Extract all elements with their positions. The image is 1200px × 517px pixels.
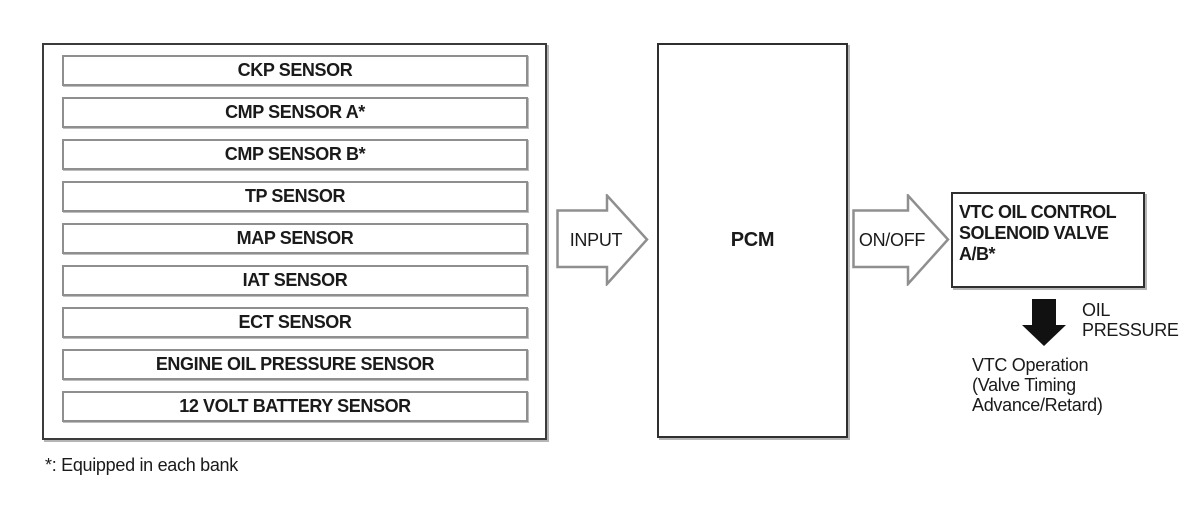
input-arrow-icon — [556, 194, 649, 286]
input-arrow-label: INPUT — [569, 229, 623, 250]
sensor-box-engine-oil-pressure: ENGINE OIL PRESSURE SENSOR — [62, 349, 528, 380]
pcm-box: PCM — [657, 43, 848, 438]
oil-pressure-line: OIL — [1082, 300, 1111, 320]
vtc-operation-line: Advance/Retard) — [972, 395, 1103, 415]
sensor-box-cmp-a: CMP SENSOR A* — [62, 97, 528, 128]
oil-pressure-label: OIL PRESSURE — [1082, 300, 1179, 340]
pcm-label: PCM — [730, 229, 775, 251]
sensor-group-box: CKP SENSOR CMP SENSOR A* CMP SENSOR B* T… — [42, 43, 547, 440]
on-off-arrow-label: ON/OFF — [858, 229, 926, 250]
sensor-label: MAP SENSOR — [236, 228, 354, 248]
vtc-valve-line: VTC OIL CONTROL — [959, 202, 1117, 222]
vtc-valve-line: A/B* — [959, 244, 996, 264]
sensor-box-tp: TP SENSOR — [62, 181, 528, 212]
sensor-label: CMP SENSOR A* — [225, 102, 365, 122]
sensor-box-ckp: CKP SENSOR — [62, 55, 528, 86]
sensor-label: ECT SENSOR — [238, 312, 352, 332]
vtc-operation-line: VTC Operation — [972, 355, 1089, 375]
sensor-box-ect: ECT SENSOR — [62, 307, 528, 338]
vtc-operation-text: VTC Operation (Valve Timing Advance/Reta… — [972, 355, 1103, 415]
sensor-label: CKP SENSOR — [237, 60, 353, 80]
sensor-box-12v-battery: 12 VOLT BATTERY SENSOR — [62, 391, 528, 422]
oil-pressure-arrow-icon — [1022, 299, 1066, 346]
oil-pressure-line: PRESSURE — [1082, 320, 1179, 340]
sensor-label: IAT SENSOR — [242, 270, 348, 290]
sensor-box-cmp-b: CMP SENSOR B* — [62, 139, 528, 170]
vtc-operation-line: (Valve Timing — [972, 375, 1076, 395]
sensor-box-map: MAP SENSOR — [62, 223, 528, 254]
footnote: *: Equipped in each bank — [45, 455, 238, 475]
sensor-label: TP SENSOR — [244, 186, 346, 206]
on-off-arrow-icon — [852, 194, 950, 286]
sensor-label: ENGINE OIL PRESSURE SENSOR — [155, 354, 435, 374]
vtc-valve-line: SOLENOID VALVE — [959, 223, 1109, 243]
sensor-box-iat: IAT SENSOR — [62, 265, 528, 296]
vtc-solenoid-valve-box: VTC OIL CONTROL SOLENOID VALVE A/B* — [951, 192, 1145, 288]
sensor-label: CMP SENSOR B* — [224, 144, 366, 164]
sensor-label: 12 VOLT BATTERY SENSOR — [179, 396, 411, 416]
